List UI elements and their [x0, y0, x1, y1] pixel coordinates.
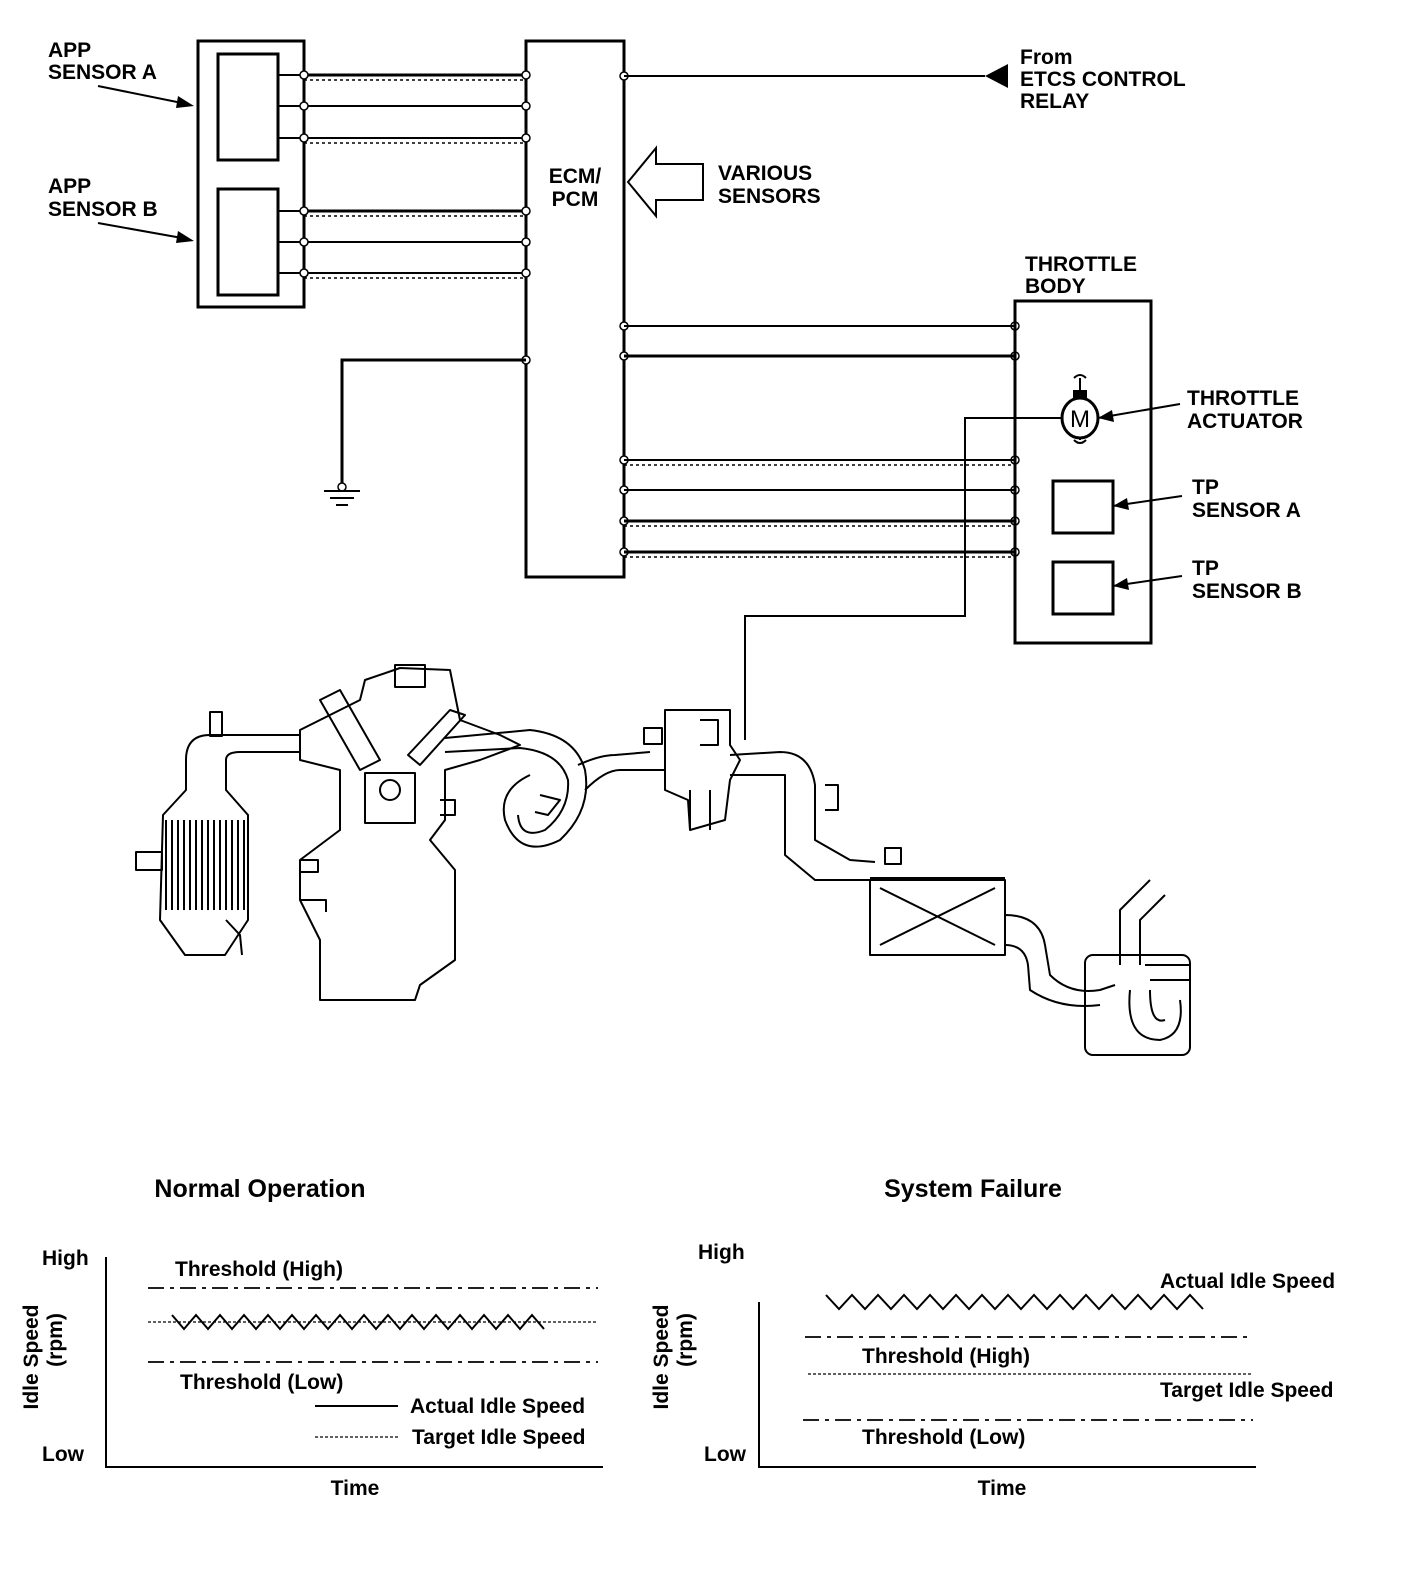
tp-sensor-a: TP SENSOR A [1051, 476, 1301, 535]
app-sensor-b-label: APP SENSOR B [48, 175, 158, 221]
y-axis-label: Idle Speed [20, 1304, 43, 1409]
tp-sensor-b: TP SENSOR B [1051, 557, 1302, 616]
app-to-ecm-wires [304, 73, 526, 279]
actual-idle-line [825, 1293, 1204, 1311]
threshold-high-label: Threshold (High) [175, 1258, 343, 1281]
throttle-actuator-label: THROTTLE ACTUATOR [1097, 387, 1303, 433]
svg-text:ACTUATOR: ACTUATOR [1187, 410, 1303, 433]
svg-text:THROTTLE: THROTTLE [1025, 253, 1137, 276]
svg-text:RELAY: RELAY [1020, 90, 1089, 113]
svg-text:SENSOR A: SENSOR A [48, 61, 157, 84]
ecm-pcm-box: ECM/ PCM [524, 39, 626, 579]
svg-text:BODY: BODY [1025, 275, 1086, 298]
svg-text:PCM: PCM [552, 188, 599, 211]
svg-text:SENSOR B: SENSOR B [48, 198, 158, 221]
app-sensor-pointers [97, 85, 194, 243]
chart-title: System Failure [884, 1175, 1062, 1203]
target-idle-label: Target Idle Speed [1160, 1379, 1334, 1402]
app-sensor-b-box [216, 187, 280, 297]
y-axis-unit: (rpm) [44, 1313, 67, 1367]
catalyst-grid [165, 820, 245, 910]
y-axis-label: Idle Speed [650, 1304, 673, 1409]
chart-normal-operation: Normal Operation High Low Time Idle Spee… [20, 1175, 603, 1500]
svg-text:M: M [1070, 406, 1090, 433]
svg-text:VARIOUS: VARIOUS [718, 162, 812, 185]
y-low-label: Low [42, 1443, 85, 1466]
svg-text:SENSORS: SENSORS [718, 185, 821, 208]
app-sensor-a-label: APP SENSOR A [48, 39, 157, 84]
axes [105, 1257, 603, 1468]
svg-text:THROTTLE: THROTTLE [1187, 387, 1299, 410]
svg-text:APP: APP [48, 39, 91, 62]
various-sensors-input: VARIOUS SENSORS [626, 145, 821, 219]
y-low-label: Low [704, 1443, 747, 1466]
throttle-actuator-motor: M [744, 374, 1100, 740]
svg-text:TP: TP [1192, 476, 1219, 499]
threshold-low-label: Threshold (Low) [862, 1426, 1025, 1449]
y-high-label: High [698, 1241, 745, 1264]
threshold-low-label: Threshold (Low) [180, 1371, 343, 1394]
svg-text:APP: APP [48, 175, 91, 198]
y-axis-unit: (rpm) [674, 1313, 697, 1367]
app-sensor-assembly [196, 39, 306, 309]
throttle-body: THROTTLE BODY [1013, 253, 1153, 645]
connection-points [299, 70, 1020, 557]
actual-idle-label: Actual Idle Speed [1160, 1270, 1335, 1293]
app-sensor-a-box [216, 52, 280, 162]
threshold-high-label: Threshold (High) [862, 1345, 1030, 1368]
y-high-label: High [42, 1247, 89, 1270]
x-axis-label: Time [978, 1477, 1027, 1500]
svg-text:SENSOR B: SENSOR B [1192, 580, 1302, 603]
svg-text:ETCS CONTROL: ETCS CONTROL [1020, 68, 1186, 91]
actual-idle-line [171, 1313, 545, 1331]
svg-text:ECM/: ECM/ [549, 165, 602, 188]
engine-intake-illustration [135, 664, 1191, 1056]
svg-text:From: From [1020, 46, 1073, 69]
ecm-to-throttle-wires [624, 325, 1015, 558]
ground-symbol [324, 358, 526, 506]
chart-system-failure: System Failure High Low Time Idle Speed … [650, 1175, 1335, 1500]
svg-text:SENSOR A: SENSOR A [1192, 499, 1301, 522]
svg-text:TP: TP [1192, 557, 1219, 580]
legend-actual-label: Actual Idle Speed [410, 1395, 585, 1418]
x-axis-label: Time [331, 1477, 380, 1500]
chart-title: Normal Operation [154, 1175, 365, 1203]
axes [758, 1302, 1256, 1468]
legend-target-label: Target Idle Speed [412, 1426, 586, 1449]
etcs-relay-input: From ETCS CONTROL RELAY [624, 46, 1186, 113]
